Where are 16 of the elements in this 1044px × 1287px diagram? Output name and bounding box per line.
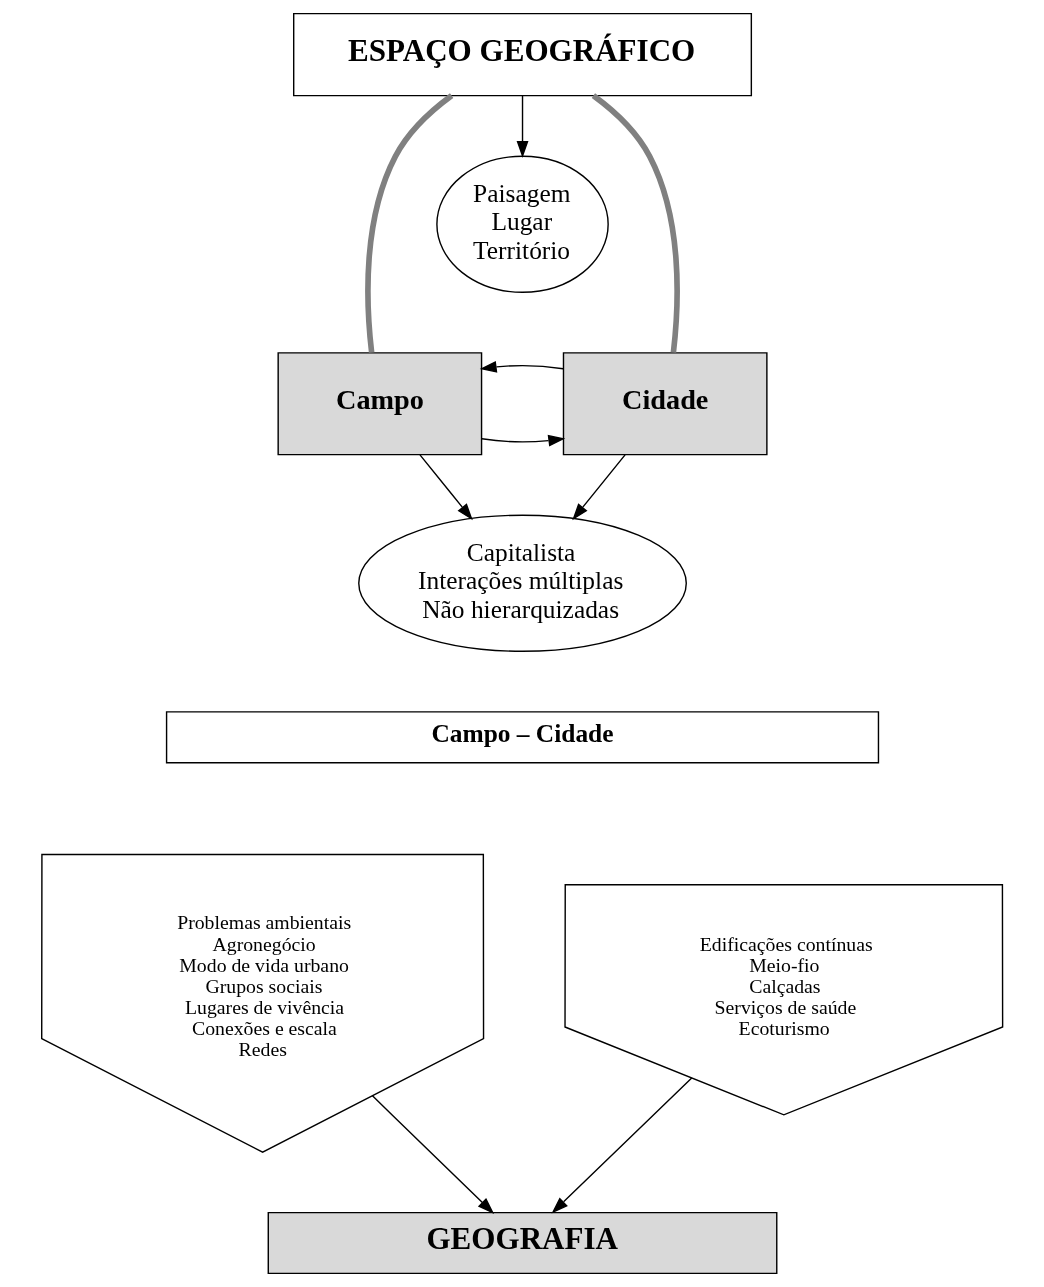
node-box: Cidade — [562, 352, 768, 456]
arrow — [481, 434, 566, 447]
connector — [365, 93, 454, 353]
arrow — [479, 360, 564, 373]
connector — [591, 93, 680, 353]
node-box: Campo – Cidade — [165, 711, 880, 764]
arrow — [419, 454, 473, 521]
arrow — [516, 95, 529, 158]
arrow — [551, 1077, 693, 1214]
node-box: ESPAÇO GEOGRÁFICO — [293, 12, 753, 97]
node-box: GEOGRAFIA — [267, 1211, 778, 1275]
node-ellipse: Paisagem Lugar Território — [436, 155, 609, 293]
arrow — [572, 454, 626, 521]
node-box: Campo — [277, 352, 483, 456]
arrow — [371, 1095, 495, 1214]
node-ellipse: Capitalista Interações múltiplas Não hierarquizadas — [358, 514, 687, 652]
